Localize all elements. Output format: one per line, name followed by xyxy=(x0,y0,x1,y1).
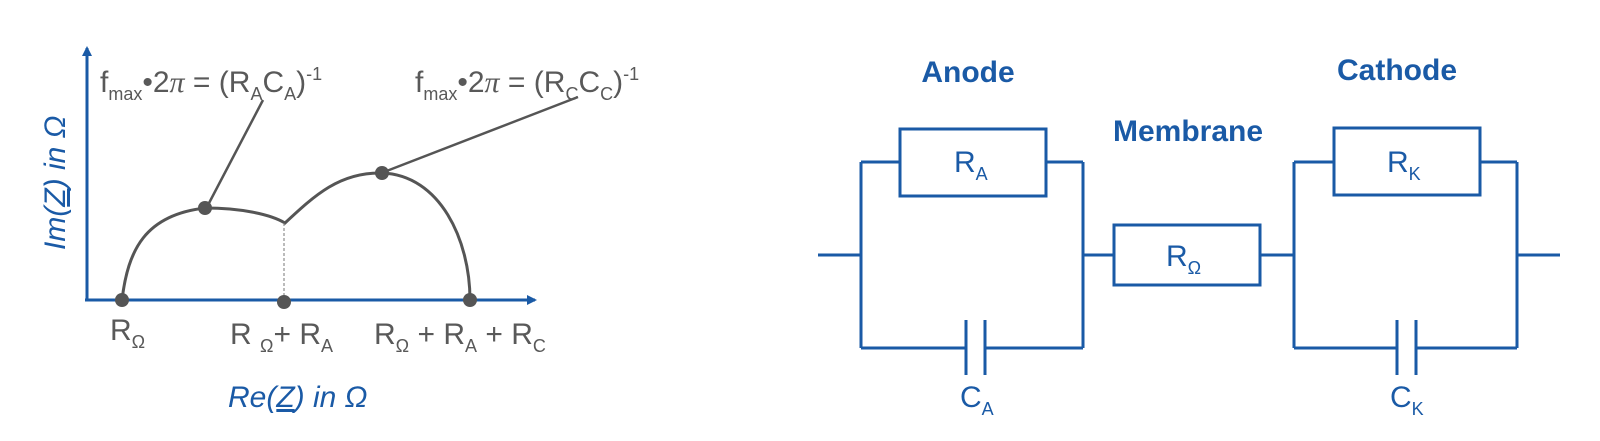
point-cathode-peak xyxy=(375,166,389,180)
resistor-ra-label: RA xyxy=(954,146,988,184)
anode-title: Anode xyxy=(921,56,1014,89)
formula-anode: fmax•2π = (RACA)-1 xyxy=(100,64,322,104)
cathode-title: Cathode xyxy=(1337,54,1457,87)
capacitor-ck-label: CK xyxy=(1390,381,1424,419)
point-r-ohm xyxy=(115,293,129,307)
y-axis-label: Im(Z) in Ω xyxy=(39,116,72,251)
formula-cathode: fmax•2π = (RCCC)-1 xyxy=(415,64,639,104)
resistor-rk-label: RK xyxy=(1387,146,1421,184)
point-r-ohm-ra-rc xyxy=(463,293,477,307)
label-r-ohm-plus-ra-plus-rc: RΩ + RA + RC xyxy=(374,318,546,356)
equivalent-circuit xyxy=(818,126,1560,375)
cathode-formula-leader xyxy=(383,95,579,174)
point-r-ohm-ra xyxy=(277,295,291,309)
membrane-title: Membrane xyxy=(1113,115,1263,148)
label-r-ohm-plus-ra: R Ω+ RA xyxy=(230,318,333,356)
impedance-curve xyxy=(120,171,472,301)
circuit-labels: Anode Membrane Cathode RA RΩ RK CA CK xyxy=(921,54,1457,419)
point-anode-peak xyxy=(198,201,212,215)
anode-formula-leader xyxy=(206,99,265,206)
x-axis-label: Re(Z) in Ω xyxy=(228,381,368,414)
label-r-ohm: RΩ xyxy=(110,314,145,352)
resistor-r-ohm-label: RΩ xyxy=(1166,240,1201,278)
capacitor-ca-label: CA xyxy=(960,381,994,419)
nyquist-plot: fmax•2π = (RACA)-1 fmax•2π = (RCCC)-1 RΩ… xyxy=(39,46,639,414)
